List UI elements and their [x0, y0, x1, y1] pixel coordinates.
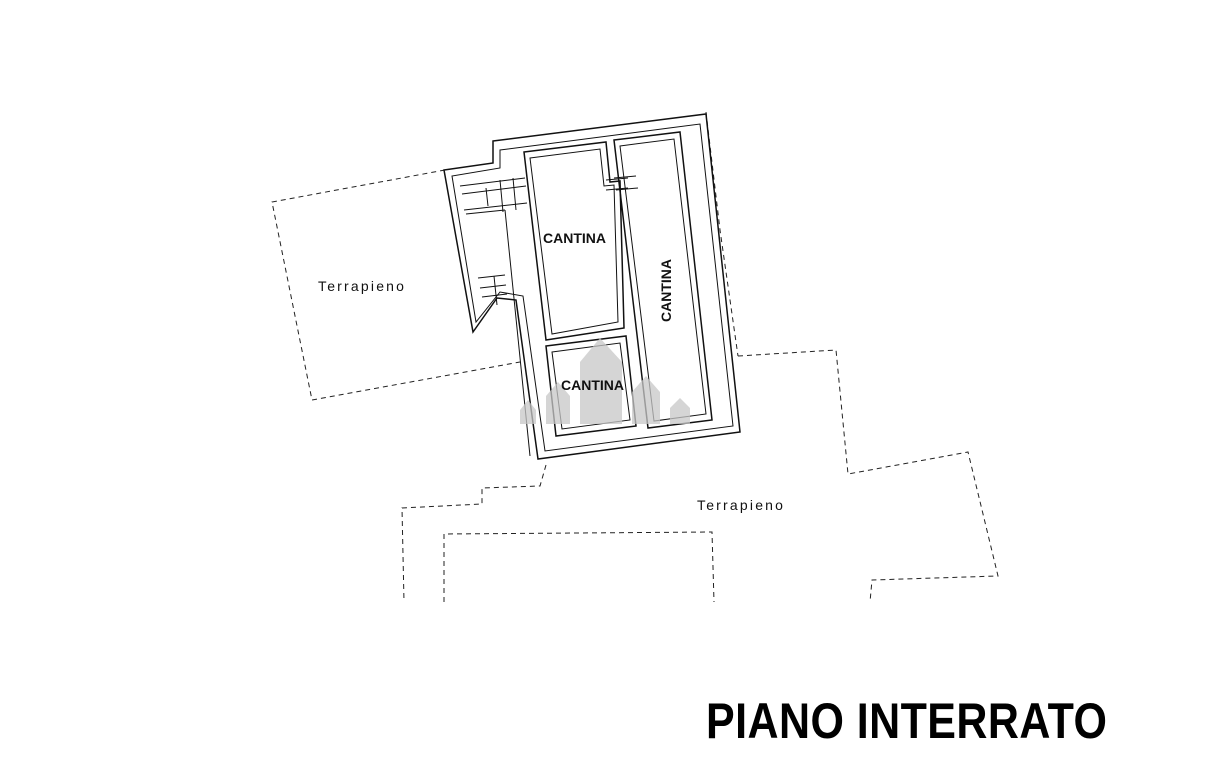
cantina-right-label: CANTINA	[658, 259, 674, 322]
building-outline	[443, 113, 741, 460]
floor-title: PIANO INTERRATO	[706, 693, 1108, 749]
cantina-top-room	[523, 141, 629, 341]
terrapieno-left-label: Terrapieno	[318, 278, 406, 294]
cantina-right-room	[613, 131, 713, 429]
cantina-top-label: CANTINA	[543, 230, 606, 246]
terrapieno-bottom-outline	[401, 111, 999, 603]
cantina-bottom-label: CANTINA	[561, 377, 624, 393]
watermark-logo	[520, 338, 690, 424]
terrapieno-bottom-label: Terrapieno	[697, 497, 785, 513]
